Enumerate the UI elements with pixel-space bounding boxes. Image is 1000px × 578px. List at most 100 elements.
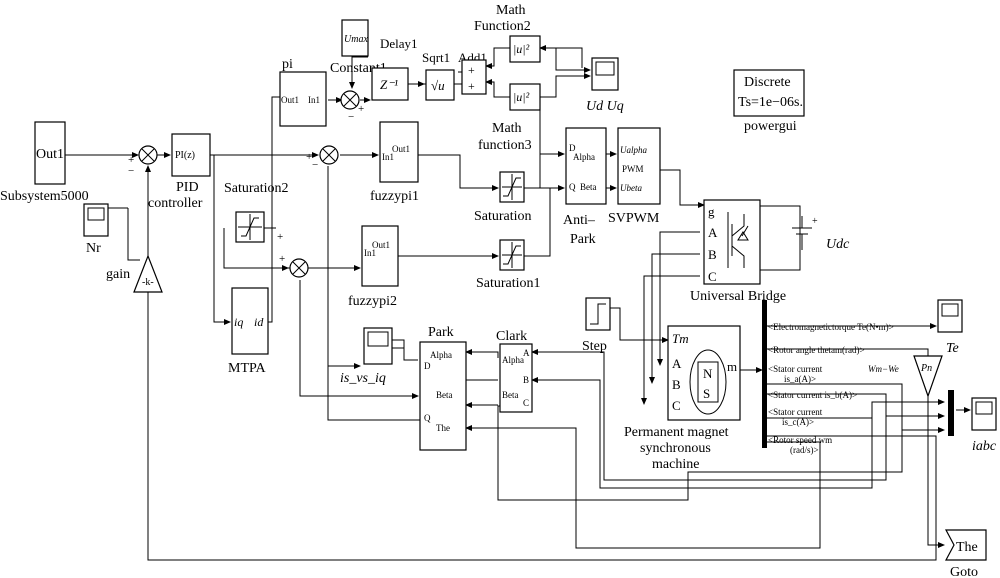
sqrt1-block[interactable]: √u [425,69,455,101]
svpwm-block[interactable]: Ualpha PWM Ubeta [617,127,661,205]
clark-a: A [523,348,530,358]
clark-b: B [523,375,529,385]
powergui-label: powergui [744,119,797,134]
bus-isb: <Stator current is_b(A)> [768,390,857,400]
math3-label-line2: function3 [478,138,532,153]
step-label: Step [582,339,607,354]
pmsm-label-line1: Permanent magnet [624,425,729,440]
step-block[interactable] [585,297,611,331]
sum-current-minus: − [312,159,318,171]
math2-label-line1: Math [496,3,526,18]
svpwm-ualpha: Ualpha [620,145,648,155]
pi-block[interactable]: Out1 In1 [279,71,327,127]
fuzzypi2-out: Out1 [372,240,390,250]
pi-out-port: Out1 [281,95,299,105]
fuzzypi2-block[interactable]: Out1 In1 [361,225,399,287]
sum-block-current[interactable]: + − [306,145,339,171]
antipark-beta: Beta [580,182,597,192]
constant1-block[interactable]: Umax [341,19,369,57]
bus-signal-labels: <Electromagnetictorque Te(N•m)> <Rotor a… [768,322,894,455]
delay1-label: Delay1 [380,36,418,51]
clark-c: C [523,398,529,408]
antipark-block[interactable]: D Alpha Q Beta [565,127,607,205]
park-the: The [436,423,450,433]
gain-block[interactable]: -k- [133,254,163,293]
pn-gain-block[interactable]: Pn [913,355,943,398]
sum-block-voltage[interactable]: + − [340,90,364,123]
dc-plus: + [812,216,818,227]
sum-plus-sign: + [128,154,134,166]
subsystem-port-label: Out1 [36,147,64,162]
math-function3-block[interactable]: |u|² [509,83,541,111]
nr-scope-block[interactable] [83,203,109,237]
mtpa-iq-port: iq [234,315,243,329]
universal-bridge-block[interactable]: g A B C [703,199,761,285]
bus-isc-1: <Stator current [768,407,823,417]
park-label: Park [428,325,454,340]
bus-theta: <Rotor angle thetam(rad)> [768,345,865,355]
sum-block-daxis[interactable]: + + [277,231,309,278]
park-block[interactable]: Alpha D Beta Q The [419,341,467,451]
pmsm-tm: Tm [672,331,689,346]
clark-block[interactable]: A Alpha B Beta C [499,343,533,413]
bridge-a: A [708,225,718,240]
powergui-line2: Ts=1e−06s. [738,95,803,110]
goto-label: Goto [950,565,978,578]
add1-sign-1: + [468,63,475,77]
math-function2-block[interactable]: |u|² [509,35,541,63]
delay1-block[interactable]: Z⁻¹ [371,67,409,101]
bridge-g: g [708,204,715,219]
mux-bar[interactable] [948,390,954,436]
saturation-block[interactable] [499,171,525,203]
is-vs-iq-scope-block[interactable] [363,327,393,365]
bus-selector-bar[interactable] [762,300,767,448]
subsystem5000-block[interactable]: Out1 [34,121,66,185]
iabc-scope-label: iabc [972,439,997,454]
iabc-scope-block[interactable] [971,397,997,431]
park-beta: Beta [436,390,453,400]
fuzzypi2-label: fuzzypi2 [348,294,397,309]
powergui-block[interactable]: Discrete Ts=1e−06s. [733,69,805,117]
dc-label: Udc [826,237,850,252]
svpwm-pwm: PWM [622,164,644,174]
pn-label: Pn [920,363,932,374]
goto-block[interactable]: The [945,529,987,561]
dc-source-block[interactable]: + [792,216,818,250]
pmsm-b: B [672,377,681,392]
powergui-line1: Discrete [744,75,791,90]
pmsm-s: S [703,386,710,401]
udq-scope-label: Ud Uq [586,99,624,114]
mtpa-id-port: id [254,315,264,329]
sum-block-speed[interactable]: + − [128,145,158,177]
antipark-alpha: Alpha [573,152,595,162]
fuzzypi1-block[interactable]: Out1 In1 [379,121,419,183]
bus-isa-2: is_a(A)> [784,374,816,384]
sum-voltage-plus: + [358,103,364,115]
add1-block[interactable]: + + [461,59,487,95]
te-scope-block[interactable] [937,299,963,333]
mtpa-block[interactable]: iq id [231,287,269,355]
te-scope-label: Te [946,341,959,356]
svpwm-label: SVPWM [608,211,660,226]
saturation1-label: Saturation1 [476,276,541,291]
pid-controller-block[interactable]: PI(z) [171,133,211,177]
pmsm-block[interactable]: Tm A B C m N S [667,325,741,421]
sqrt1-label: Sqrt1 [422,50,450,65]
saturation1-block[interactable] [499,239,525,271]
math3-label-line1: Math [492,121,522,136]
constant1-value: Umax [344,34,368,45]
saturation2-block[interactable] [235,211,265,243]
udq-scope-block[interactable] [591,57,619,91]
bus-wm-2: (rad/s)> [790,445,819,455]
pid-label-line1: PID [176,180,199,195]
bus-te: <Electromagnetictorque Te(N•m)> [768,322,894,332]
fuzzypi2-in: In1 [364,248,376,258]
pid-body: PI(z) [175,150,195,161]
bridge-c: C [708,269,717,284]
clark-beta: Beta [502,390,519,400]
park-q: Q [424,413,431,423]
sqrt1-body: √u [431,78,445,93]
sum-minus-sign: − [128,165,134,177]
sum-daxis-plus-1: + [277,231,283,243]
